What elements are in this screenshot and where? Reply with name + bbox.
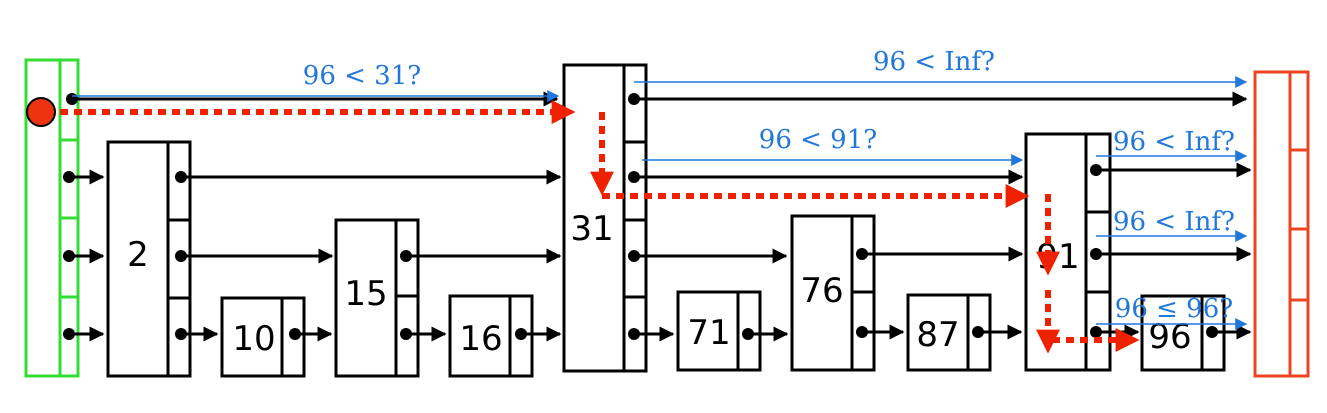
pointer-dots — [63, 93, 1218, 340]
comparison-label-c5: 96 < Inf? — [1113, 207, 1235, 237]
node-10: 10 — [220, 296, 306, 378]
node-31: 31 — [562, 63, 648, 373]
comparison-label-c3: 96 < 91? — [759, 125, 877, 155]
node-71: 71 — [676, 290, 762, 372]
node-key: 71 — [687, 313, 730, 353]
node-15: 15 — [334, 218, 420, 378]
node-key: 2 — [127, 235, 149, 275]
pointer-edges — [69, 91, 1252, 342]
node-key: 87 — [916, 315, 959, 355]
comparison-label-c4: 96 < Inf? — [1113, 127, 1235, 157]
comparison-arrows — [72, 76, 1248, 330]
node-key: 10 — [232, 319, 275, 359]
node-key: 91 — [1036, 237, 1079, 277]
node-87: 87 — [906, 293, 992, 372]
comparison-label-c2: 96 < Inf? — [873, 47, 995, 77]
node-76: 76 — [790, 214, 876, 372]
comparison-labels: 96 < 31? 96 < Inf? 96 < 91? 96 < Inf? 96… — [303, 47, 1235, 324]
node-key: 31 — [570, 209, 613, 249]
node-key: 16 — [459, 319, 502, 359]
comparison-label-c1: 96 < 31? — [303, 61, 421, 91]
node-2: 2 — [106, 140, 192, 378]
comparison-label-c6: 96 ≤ 96? — [1115, 294, 1233, 324]
node-key: 76 — [800, 271, 843, 311]
node-key: 15 — [344, 274, 387, 314]
node-16: 16 — [448, 294, 534, 378]
search-path — [60, 100, 1140, 354]
search-cursor — [26, 97, 56, 127]
tail-sentinel — [1253, 70, 1310, 378]
